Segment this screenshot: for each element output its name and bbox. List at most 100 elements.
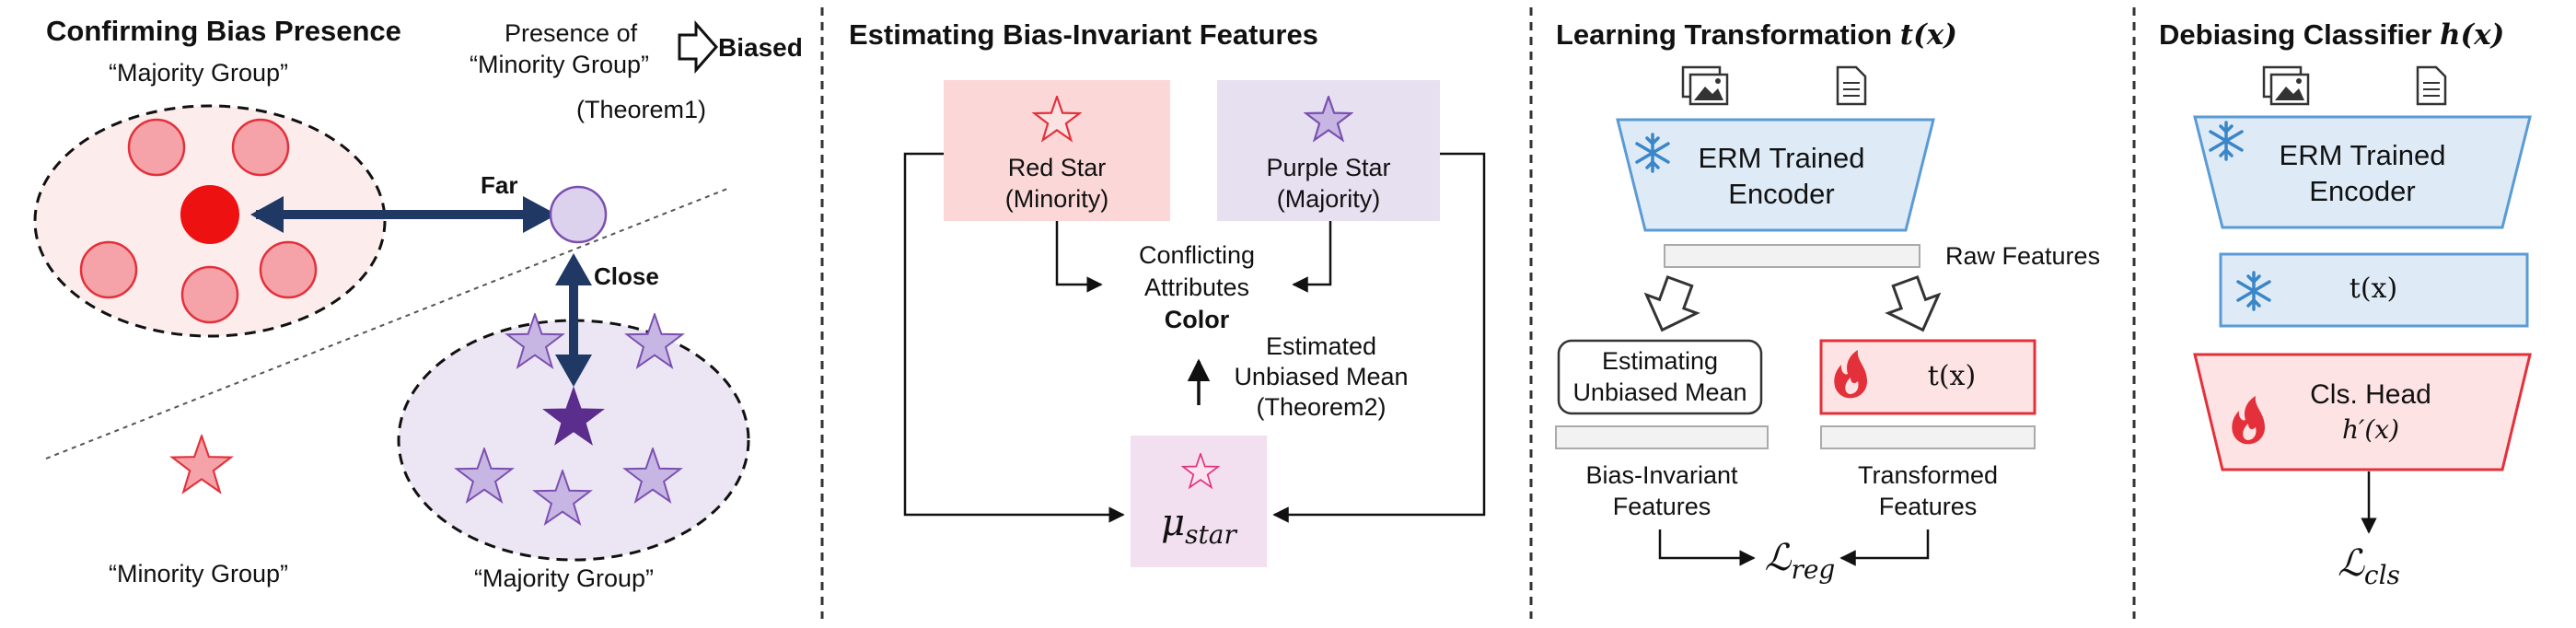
- document-icon: [2416, 65, 2447, 106]
- red-circle-point: [180, 265, 239, 324]
- estimated-label: Estimated Unbiased Mean (Theorem2): [1211, 331, 1432, 423]
- close-label: Close: [594, 262, 659, 290]
- encoder-p4-line1: ERM Trained: [2279, 139, 2446, 171]
- encoder-p3-line1: ERM Trained: [1698, 142, 1865, 174]
- conflicting-label: Conflicting Attributes Color: [1101, 239, 1293, 336]
- tx-p4-label: t(x): [2349, 273, 2398, 305]
- tx-p3-label: t(x): [1927, 360, 1977, 392]
- estimating-box: [1557, 339, 1763, 415]
- panel4-title-text: Debiasing Classifier: [2159, 18, 2440, 51]
- panel4-title: Debiasing Classifier h(x): [2159, 18, 2504, 52]
- transformed-line1: Transformed: [1857, 461, 1999, 489]
- snowflake-icon: [1635, 133, 1670, 173]
- flame-icon: [2232, 396, 2265, 445]
- red-to-conflict-line: [1055, 221, 1103, 293]
- estimated-line2: Unbiased Mean: [1234, 363, 1409, 390]
- bias-invariant-line2: Features: [1612, 493, 1712, 520]
- red-star-label: Red Star (Minority): [944, 152, 1170, 215]
- loss-reg-sub: reg: [1791, 554, 1836, 585]
- panel4-title-math: h(x): [2439, 18, 2505, 52]
- loss-reg-base: ℒ: [1764, 537, 1792, 579]
- purple-circle-point: [549, 185, 608, 244]
- conflicting-line2: Attributes: [1143, 273, 1250, 301]
- red-loop-line: [903, 152, 1125, 523]
- transformed-to-loss: [1839, 529, 1930, 566]
- purple-star-line2: (Majority): [1276, 185, 1381, 213]
- mu-sub: star: [1185, 519, 1236, 550]
- transformed-line2: Features: [1878, 493, 1978, 520]
- estimated-line3: (Theorem2): [1256, 393, 1387, 421]
- minority-group-label: “Minority Group”: [470, 51, 650, 78]
- image-icon: [1681, 65, 1729, 106]
- mu-star-symbol: μstar: [1131, 503, 1267, 555]
- document-icon: [1836, 65, 1867, 106]
- encoder-p4: [2193, 115, 2532, 229]
- hollow-down-arrow-right: [1885, 274, 1942, 332]
- red-circle-point: [79, 240, 138, 299]
- transformed-label: Transformed Features: [1821, 459, 2035, 522]
- loss-cls-sub: cls: [2363, 560, 2400, 590]
- red-star-line1: Red Star: [1007, 154, 1107, 181]
- bias-invariant-line1: Bias-Invariant: [1585, 461, 1738, 489]
- panel2-title: Estimating Bias-Invariant Features: [849, 18, 1318, 51]
- encoder-p4-line2: Encoder: [2309, 175, 2416, 207]
- estimating-line1: Estimating: [1601, 347, 1719, 375]
- majority-top-label: “Majority Group”: [109, 59, 289, 87]
- tx-frozen-box: [2219, 252, 2529, 328]
- red-star-minority: [171, 435, 232, 494]
- purple-to-conflict-line: [1292, 221, 1332, 293]
- biased-label: Biased: [718, 33, 803, 62]
- loss-reg-symbol: ℒreg: [1754, 538, 1846, 590]
- transformed-bar: [1820, 425, 2036, 449]
- bias-invariant-to-loss: [1658, 529, 1756, 566]
- panel2-graphics: [903, 80, 1486, 567]
- minority-bottom-label: “Minority Group”: [109, 560, 289, 587]
- hollow-down-arrow-left: [1643, 274, 1700, 332]
- majority-bottom-label: “Majority Group”: [474, 564, 655, 592]
- encoder-p3: [1616, 118, 1935, 232]
- cls-head-label: Cls. Head h′(x): [2256, 378, 2486, 448]
- cls-head-line: Cls. Head: [2310, 379, 2431, 410]
- encoder-p3-line2: Encoder: [1728, 178, 1835, 210]
- panel3-title-math: t(x): [1899, 18, 1957, 52]
- panel3-title: Learning Transformation t(x): [1556, 18, 1957, 52]
- flame-icon: [1834, 350, 1867, 399]
- bias-invariant-label: Bias-Invariant Features: [1556, 459, 1768, 522]
- panel3-title-text: Learning Transformation: [1556, 18, 1900, 51]
- panel3-graphics: [1555, 65, 2036, 566]
- hollow-arrow-icon: [678, 20, 718, 74]
- panel1-graphics: [33, 20, 750, 562]
- mu-base: μ: [1161, 502, 1186, 544]
- loss-cls-base: ℒ: [2338, 542, 2364, 585]
- estimated-line1: Estimated: [1265, 332, 1377, 360]
- loss-cls-symbol: ℒcls: [2323, 543, 2415, 596]
- red-circle-point: [127, 118, 186, 177]
- estimating-label: Estimating Unbiased Mean: [1559, 345, 1761, 408]
- bias-invariant-bar: [1555, 425, 1769, 449]
- encoder-p3-label: ERM Trained Encoder: [1671, 140, 1892, 212]
- far-label: Far: [481, 171, 518, 199]
- raw-features-label: Raw Features: [1945, 242, 2101, 270]
- purple-loop-line: [1272, 152, 1486, 523]
- decision-boundary: [45, 188, 728, 459]
- red-circle-mean: [180, 185, 239, 244]
- raw-features-bar: [1664, 244, 1920, 268]
- cls-head: [2193, 353, 2532, 471]
- estimating-line2: Unbiased Mean: [1572, 378, 1747, 406]
- red-circle-point: [231, 118, 290, 177]
- panel4-graphics: [2193, 65, 2532, 534]
- h-prime-line: h′(x): [2341, 414, 2400, 445]
- snowflake-icon: [2209, 121, 2244, 161]
- red-star-line2: (Minority): [1004, 185, 1109, 213]
- encoder-p4-label: ERM Trained Encoder: [2252, 137, 2473, 209]
- red-circle-point: [259, 240, 318, 299]
- purple-star-line1: Purple Star: [1266, 154, 1391, 181]
- theorem1-label: (Theorem1): [576, 96, 707, 123]
- panel1-title: Confirming Bias Presence: [46, 15, 401, 47]
- snowflake-icon: [2236, 271, 2271, 311]
- presence-of-label: Presence of: [505, 19, 638, 47]
- color-label: Color: [1164, 306, 1230, 333]
- purple-star-label: Purple Star (Majority): [1217, 152, 1440, 215]
- conflicting-line1: Conflicting: [1138, 241, 1256, 269]
